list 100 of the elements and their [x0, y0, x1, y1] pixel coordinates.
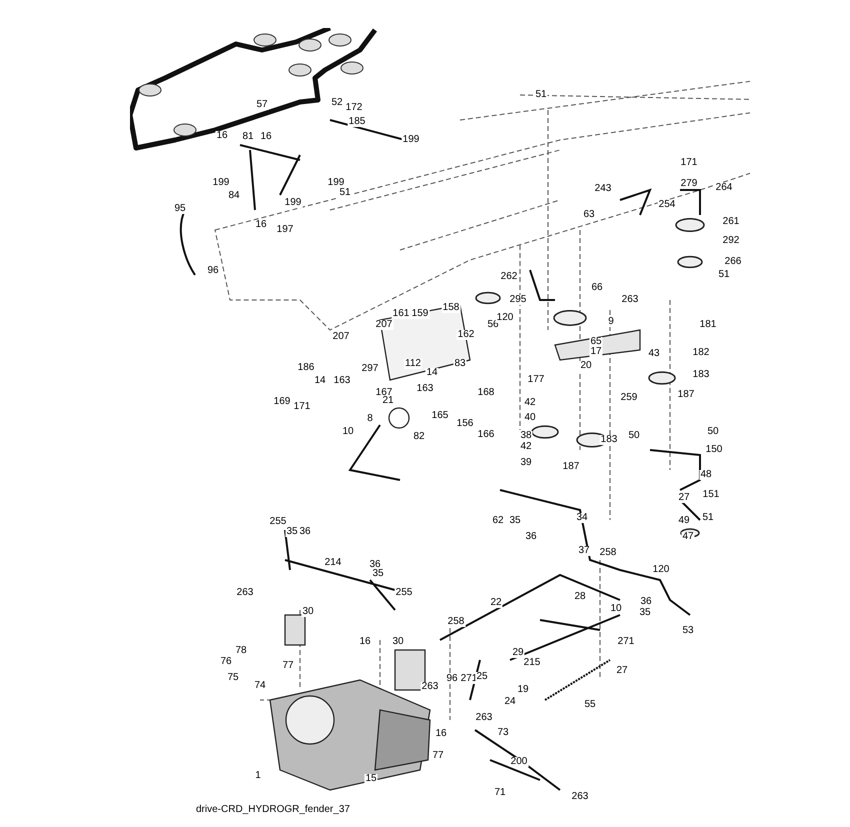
callout-number: 36: [298, 527, 312, 537]
callout-number: 37: [577, 546, 591, 556]
callout-number: 36: [639, 597, 653, 607]
callout-number: 171: [680, 158, 698, 168]
callout-number: 19: [516, 685, 530, 695]
callout-number: 10: [341, 427, 355, 437]
callout-number: 166: [476, 430, 496, 440]
callout-number: 55: [583, 700, 597, 710]
callout-number: 200: [510, 757, 528, 767]
callout-number: 35: [285, 527, 299, 537]
callout-number: 95: [173, 204, 187, 214]
callout-number: 62: [491, 516, 505, 526]
callout-number: 52: [330, 98, 344, 108]
callout-number: 27: [615, 666, 629, 676]
callout-number: 66: [590, 283, 604, 293]
callout-number: 263: [620, 295, 640, 305]
callout-number: 186: [296, 363, 316, 373]
callout-number: 35: [371, 569, 385, 579]
callout-number: 162: [456, 330, 476, 340]
callout-number: 161: [392, 309, 410, 319]
callout-number: 183: [600, 435, 618, 445]
callout-number: 42: [523, 398, 537, 408]
callout-number: 43: [647, 349, 661, 359]
callout-number: 76: [219, 657, 233, 667]
callout-number: 82: [412, 432, 426, 442]
callout-number: 75: [226, 673, 240, 683]
callout-number: 50: [627, 431, 641, 441]
callout-number: 51: [534, 90, 548, 100]
callout-number: 30: [301, 607, 315, 617]
callout-number: 96: [206, 266, 220, 276]
callout-number: 172: [344, 103, 364, 113]
callout-number: 165: [430, 411, 450, 421]
callout-number: 158: [442, 303, 460, 313]
callout-number: 14: [313, 376, 327, 386]
callout-number: 163: [332, 376, 352, 386]
callout-number: 112: [404, 359, 422, 369]
callout-number: 262: [500, 272, 518, 282]
callout-number: 263: [474, 713, 494, 723]
callout-number: 28: [573, 592, 587, 602]
callout-number: 163: [416, 384, 434, 394]
callout-number: 255: [268, 517, 288, 527]
callout-number: 77: [281, 661, 295, 671]
callout-number: 57: [255, 100, 269, 110]
callout-number: 20: [579, 361, 593, 371]
callout-number: 16: [358, 637, 372, 647]
callout-number: 74: [253, 681, 267, 691]
callout-number: 39: [519, 458, 533, 468]
callout-number: 51: [338, 188, 352, 198]
callout-number: 10: [609, 604, 623, 614]
callout-number: 65: [589, 337, 603, 347]
callout-number: 47: [681, 532, 695, 542]
callout-number: 40: [523, 413, 537, 423]
callout-number: 1: [254, 771, 262, 781]
callout-number: 51: [701, 513, 715, 523]
callout-number: 197: [276, 225, 294, 235]
callout-number: 120: [496, 313, 514, 323]
callout-number: 264: [714, 183, 734, 193]
callout-number: 259: [620, 393, 638, 403]
callout-number: 185: [348, 117, 366, 127]
callout-number: 16: [254, 220, 268, 230]
callout-number: 258: [446, 617, 466, 627]
callout-number: 77: [431, 751, 445, 761]
callout-number: 22: [489, 598, 503, 608]
callout-number: 24: [503, 697, 517, 707]
callout-number: 177: [526, 375, 546, 385]
callout-number: 199: [326, 178, 346, 188]
callout-number: 120: [652, 565, 670, 575]
callout-number: 51: [717, 270, 731, 280]
callout-number: 187: [676, 390, 696, 400]
callout-number: 207: [374, 320, 394, 330]
callout-number: 42: [519, 442, 533, 452]
callout-number: 25: [475, 672, 489, 682]
callout-number: 21: [381, 396, 395, 406]
callout-number: 78: [234, 646, 248, 656]
callout-number: 35: [508, 516, 522, 526]
callout-number: 16: [215, 131, 229, 141]
callout-number: 16: [259, 132, 273, 142]
callout-number: 254: [658, 200, 676, 210]
callout-number: 255: [394, 588, 414, 598]
callout-number: 214: [324, 558, 342, 568]
callout-number: 168: [476, 388, 496, 398]
callout-number: 215: [522, 658, 542, 668]
callout-number: 50: [706, 427, 720, 437]
callout-number: 199: [212, 178, 230, 188]
caption: drive-CRD_HYDROGR_fender_37: [196, 803, 350, 817]
callout-number: 84: [227, 191, 241, 201]
callout-number: 15: [364, 774, 378, 784]
callout-number: 8: [366, 414, 374, 424]
callout-number: 266: [724, 257, 742, 267]
callout-number: 183: [692, 370, 710, 380]
callout-number: 258: [598, 548, 618, 558]
callout-number: 199: [402, 135, 420, 145]
callout-number: 29: [511, 648, 525, 658]
callout-number: 243: [594, 184, 612, 194]
callout-number: 48: [699, 470, 713, 480]
callout-number: 53: [681, 626, 695, 636]
callout-number: 263: [420, 682, 440, 692]
callout-number: 49: [677, 516, 691, 526]
callout-number: 261: [722, 217, 740, 227]
callout-number: 207: [332, 332, 350, 342]
